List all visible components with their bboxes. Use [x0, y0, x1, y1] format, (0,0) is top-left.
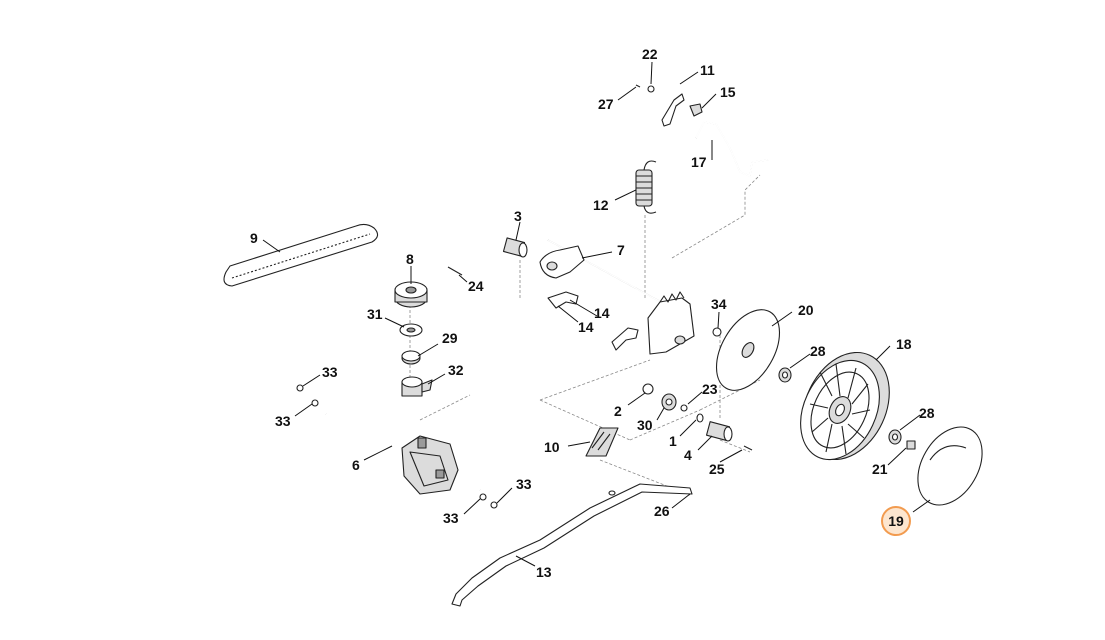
- callout-31[interactable]: 31: [367, 306, 383, 322]
- callout-24[interactable]: 24: [468, 278, 484, 294]
- callout-33d[interactable]: 33: [443, 510, 459, 526]
- callout-14a[interactable]: 14: [594, 305, 610, 321]
- part-gear-sector-drawing: [647, 291, 695, 355]
- callout-22[interactable]: 22: [642, 46, 658, 62]
- part-ring-drawing: [712, 327, 722, 337]
- part-bearing-left-drawing: [778, 367, 792, 383]
- part-gearbox-drawing: [325, 413, 481, 495]
- part-belt-drawing: [223, 223, 379, 287]
- callout-7[interactable]: 7: [617, 242, 625, 258]
- callout-28b[interactable]: 28: [919, 405, 935, 421]
- callout-32[interactable]: 32: [448, 362, 464, 378]
- part-bearing-right-drawing: [888, 429, 916, 450]
- callout-2[interactable]: 2: [614, 403, 622, 419]
- part-washers-drawing: [296, 384, 498, 509]
- callout-6[interactable]: 6: [352, 457, 360, 473]
- callout-29[interactable]: 29: [442, 330, 458, 346]
- part-pin-drawing: [447, 266, 463, 276]
- assembly-guide-lines: [409, 174, 761, 496]
- callout-13[interactable]: 13: [536, 564, 552, 580]
- callout-21[interactable]: 21: [872, 461, 888, 477]
- part-bushing-drawing: [502, 237, 528, 258]
- callout-18[interactable]: 18: [896, 336, 912, 352]
- callout-8[interactable]: 8: [406, 251, 414, 267]
- callout-34[interactable]: 34: [711, 296, 727, 312]
- callout-10[interactable]: 10: [544, 439, 560, 455]
- part-spring-clip-drawing: [635, 84, 703, 127]
- part-wheel-drawing: [800, 351, 890, 461]
- part-pulley-drawing: [394, 281, 428, 308]
- leader-lines: [262, 61, 931, 567]
- part-small-hardware-drawing: [642, 383, 753, 451]
- callout-15[interactable]: 15: [720, 84, 736, 100]
- callout-labels: 1 2 3 4 6 7 8 9 10 11 12 13 14 14 15 17 …: [250, 46, 935, 580]
- callout-12[interactable]: 12: [593, 197, 609, 213]
- callout-27[interactable]: 27: [598, 96, 614, 112]
- callout-23[interactable]: 23: [702, 381, 718, 397]
- callout-1[interactable]: 1: [669, 433, 677, 449]
- callout-33b[interactable]: 33: [275, 413, 291, 429]
- part-spring-drawing: [635, 160, 657, 214]
- callout-26[interactable]: 26: [654, 503, 670, 519]
- part-handle-drawing: [451, 483, 693, 607]
- part-pad-drawing: [585, 427, 619, 457]
- part-rod-drawing: [695, 121, 769, 178]
- highlight-circle: [881, 506, 911, 536]
- callout-14b[interactable]: 14: [578, 319, 594, 335]
- callout-11[interactable]: 11: [700, 62, 715, 78]
- callout-33a[interactable]: 33: [322, 364, 338, 380]
- callout-19-highlight[interactable]: 19: [881, 506, 911, 536]
- part-stack-drawing: [399, 323, 433, 397]
- callout-28a[interactable]: 28: [810, 343, 826, 359]
- callout-4[interactable]: 4: [684, 447, 692, 463]
- part-hubcap-drawing: [917, 426, 983, 506]
- callout-9[interactable]: 9: [250, 230, 258, 246]
- part-disk-drawing: [715, 309, 781, 391]
- callout-30[interactable]: 30: [637, 417, 653, 433]
- callout-17[interactable]: 17: [691, 154, 707, 170]
- callout-25[interactable]: 25: [709, 461, 725, 477]
- callout-33c[interactable]: 33: [516, 476, 532, 492]
- callout-20[interactable]: 20: [798, 302, 814, 318]
- callout-3[interactable]: 3: [514, 208, 522, 224]
- callout-19[interactable]: 19: [888, 513, 904, 529]
